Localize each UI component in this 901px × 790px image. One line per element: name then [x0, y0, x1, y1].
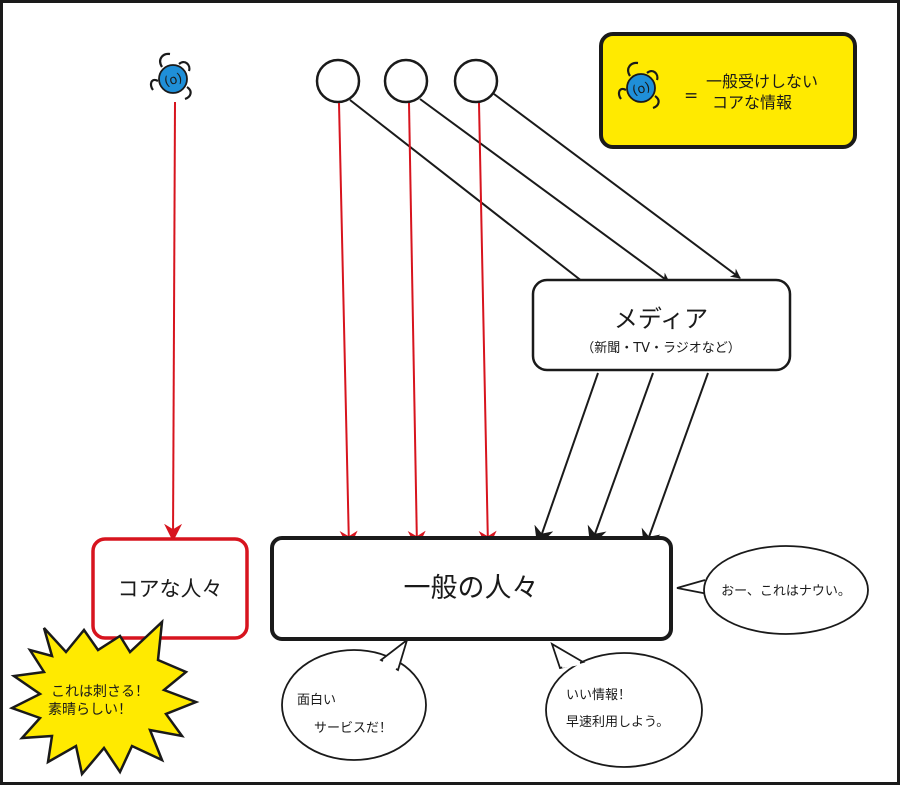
arrow-to-media-2	[419, 98, 670, 283]
red-arrow-core	[164, 101, 183, 542]
arrow-to-media-1	[349, 99, 593, 290]
speech-bubble-right: おー、これはナウい。	[676, 545, 869, 635]
bubble-left-line2: サービスだ！	[314, 721, 392, 736]
source-circle-3	[453, 58, 499, 104]
arrow-to-media-3	[493, 93, 741, 279]
bubble-mid-line1: いい情報！	[566, 688, 631, 703]
core-people-label: コアな人々	[118, 577, 223, 601]
red-arrow-general-2	[407, 102, 426, 549]
legend-line1: 一般受けしない	[706, 72, 818, 91]
general-people-box: 一般の人々	[270, 536, 673, 641]
media-subtitle: （新聞・TV・ラジオなど）	[581, 340, 741, 356]
core-people-box: コアな人々	[91, 537, 249, 640]
media-title: メディア	[614, 305, 708, 333]
svg-text:(o): (o)	[163, 71, 184, 90]
red-arrow-general-1	[338, 102, 358, 549]
burst-line2: 素晴らしい！	[48, 702, 132, 718]
source-circle-2	[383, 58, 429, 104]
media-box: メディア （新聞・TV・ラジオなど）	[531, 278, 792, 372]
general-people-label: 一般の人々	[404, 573, 539, 604]
core-info-icon: (o)	[617, 61, 660, 110]
legend-box: (o) = 一般受けしない コアな情報	[599, 32, 857, 149]
bubble-left-line1: 面白い	[297, 692, 336, 708]
core-source-icon: (o)	[149, 52, 192, 101]
arrow-from-media-1	[534, 372, 599, 547]
bubble-mid-line2: 早速利用しよう。	[566, 715, 669, 730]
speech-bubble-left: 面白い サービスだ！	[281, 637, 427, 761]
speech-bubble-middle: いい情報！ 早速利用しよう。	[545, 642, 703, 768]
source-circle-1	[315, 58, 361, 104]
arrow-from-media-2	[587, 372, 654, 547]
svg-text:(o): (o)	[631, 80, 652, 99]
burst-line1: これは刺さる！	[51, 684, 149, 700]
red-arrow-general-3	[478, 102, 497, 549]
arrow-from-media-3	[641, 372, 709, 550]
legend-equals: =	[684, 86, 698, 106]
exclamation-burst: これは刺さる！ 素晴らしい！	[8, 618, 200, 777]
bubble-right-text: おー、これはナウい。	[721, 584, 851, 599]
legend-line2: コアな情報	[712, 93, 792, 112]
